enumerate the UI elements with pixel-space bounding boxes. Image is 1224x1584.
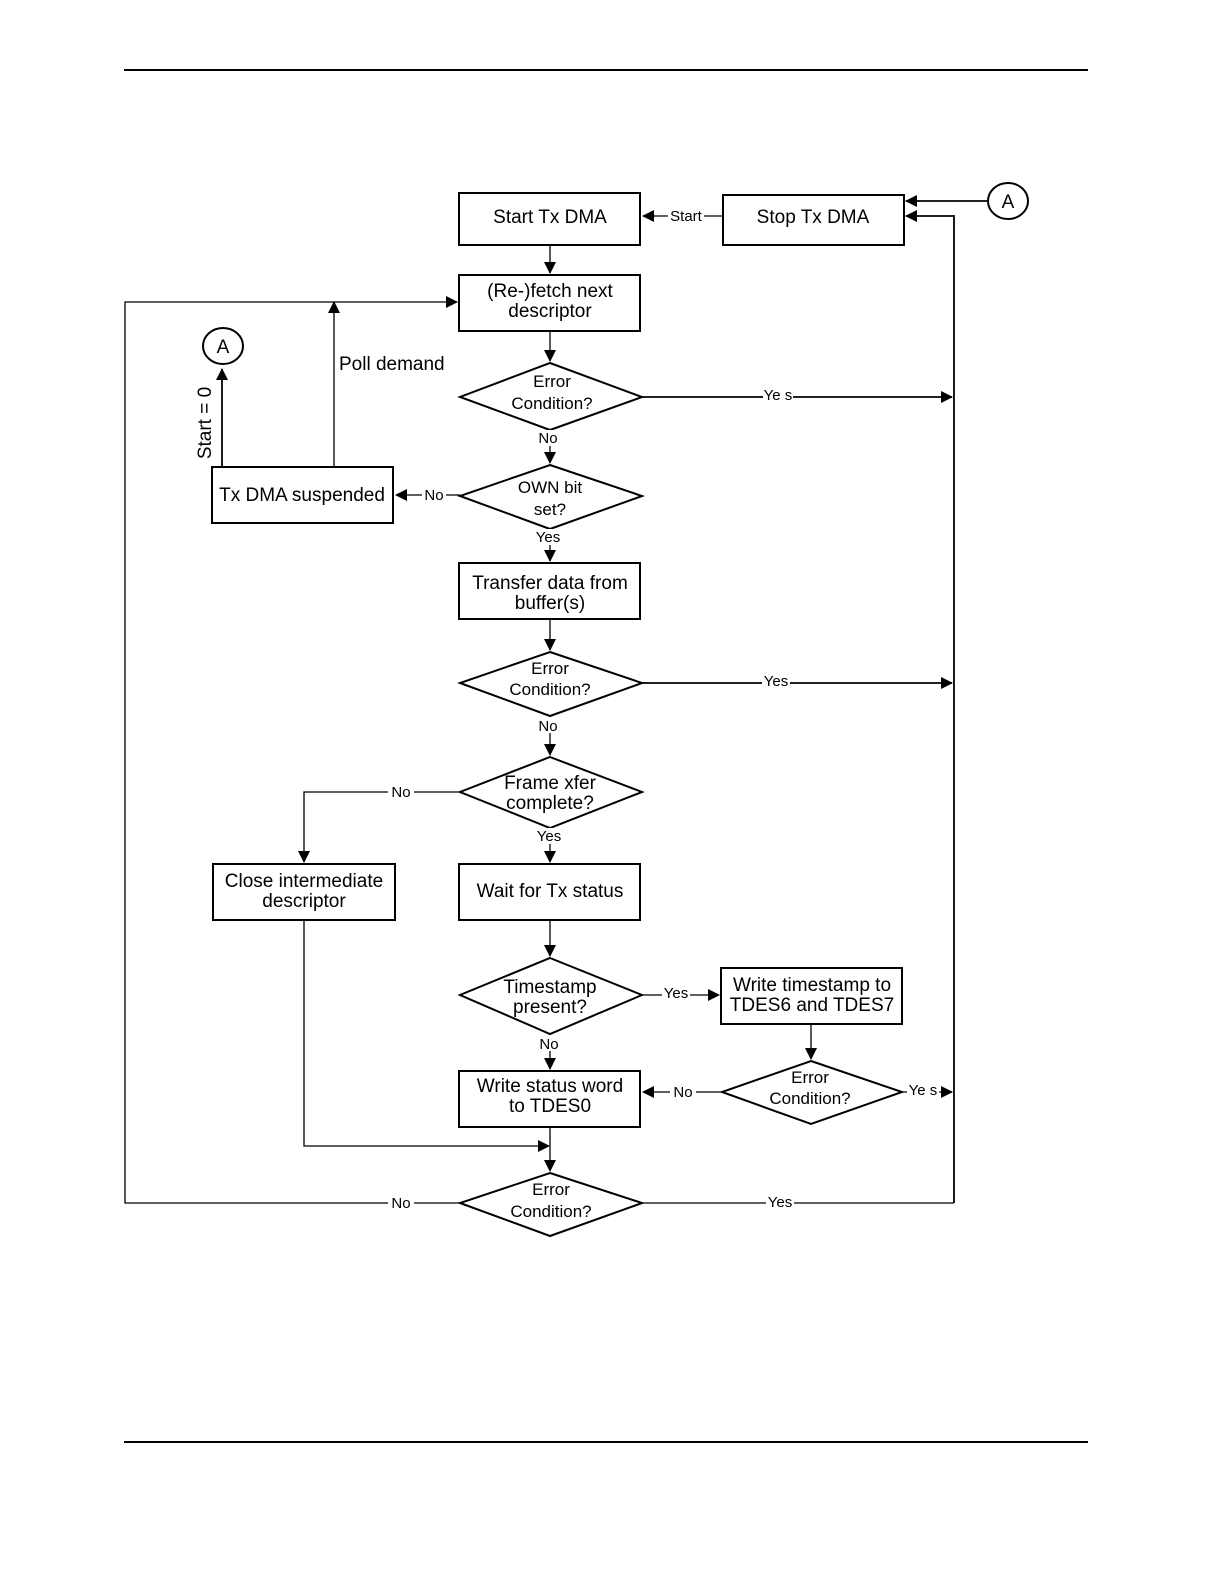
edge-label-yes-err3: Ye s: [909, 1082, 938, 1099]
write-status-word-box: [458, 1070, 641, 1128]
label-bg-no-err2: [537, 717, 559, 733]
own-bit-diamond: [457, 463, 646, 531]
tx-dma-suspended-box: [211, 466, 394, 524]
error-condition-1-line2: Condition?: [511, 394, 592, 413]
close-intermediate-line2: descriptor: [262, 891, 346, 912]
fetch-descriptor-box: [458, 274, 641, 332]
edge-label-no-err3: No: [673, 1084, 692, 1101]
start-tx-dma-label: Start Tx DMA: [493, 207, 607, 228]
poll-demand-label: Poll demand: [339, 354, 445, 375]
label-bg-no-err4: [388, 1194, 414, 1212]
write-status-word-line1: Write status word: [477, 1076, 623, 1097]
error-condition-1-line1: Error: [533, 372, 571, 391]
label-bg-yes-err3: [907, 1082, 939, 1100]
frame-xfer-line2: complete?: [506, 793, 594, 814]
start-equals-zero-label: Start = 0: [195, 387, 216, 459]
fetch-descriptor-line2: descriptor: [508, 301, 592, 322]
error-condition-3-diamond: [719, 1059, 906, 1126]
write-status-word-line2: to TDES0: [509, 1096, 591, 1117]
edge-label-yes-err1: Ye s: [764, 387, 793, 404]
flow-err4-no: [124, 296, 460, 1204]
error-condition-4-line2: Condition?: [510, 1202, 591, 1221]
edge-label-yes-frame: Yes: [537, 828, 561, 845]
write-timestamp-box: [720, 967, 903, 1025]
label-bg-no-err1: [537, 430, 559, 446]
start-tx-dma-box: [458, 192, 641, 246]
edge-label-yes-own: Yes: [536, 529, 560, 546]
frame-xfer-line1: Frame xfer: [504, 773, 597, 794]
timestamp-present-line2: present?: [513, 997, 587, 1018]
label-bg-yes-err2: [762, 673, 790, 691]
edge-label-no-ts: No: [539, 1036, 558, 1053]
stop-tx-dma-label: Stop Tx DMA: [757, 207, 870, 228]
label-bg-no-own: [422, 486, 446, 504]
label-bg-yes-ts: [662, 985, 690, 1003]
edge-label-no-err2: No: [538, 718, 557, 735]
flow-frame-no: [298, 791, 460, 863]
label-bg-start: [668, 206, 704, 224]
error-condition-2-line2: Condition?: [509, 680, 590, 699]
edge-label-yes-ts: Yes: [664, 985, 688, 1002]
label-bg-no-err3: [670, 1083, 696, 1101]
error-condition-3-line2: Condition?: [769, 1089, 850, 1108]
edge-label-no-frame: No: [391, 784, 410, 801]
label-bg-yes-own: [534, 529, 562, 545]
edge-label-no-err1: No: [538, 430, 557, 447]
own-bit-line2: set?: [534, 500, 566, 519]
wait-tx-status-label: Wait for Tx status: [477, 881, 624, 902]
top-rule: [124, 69, 1088, 71]
edge-label-yes-err4: Yes: [768, 1194, 792, 1211]
transfer-data-line2: buffer(s): [515, 593, 585, 614]
label-bg-no-ts: [538, 1035, 560, 1051]
edge-label-start: Start: [670, 208, 703, 225]
close-intermediate-line1: Close intermediate: [225, 871, 383, 892]
transfer-data-box: [458, 562, 641, 620]
error-condition-4-line1: Error: [532, 1180, 570, 1199]
connector-a-top-label: A: [1002, 192, 1015, 213]
label-bg-yes-frame: [535, 828, 563, 844]
edge-label-no-err4: No: [391, 1195, 410, 1212]
connector-a-left: [202, 327, 244, 365]
write-timestamp-line2: TDES6 and TDES7: [730, 995, 894, 1016]
wait-tx-status-box: [458, 863, 641, 921]
connector-a-left-label: A: [217, 337, 230, 358]
close-intermediate-box: [212, 863, 396, 921]
transfer-data-line1: Transfer data from: [472, 573, 628, 594]
label-bg-yes-err1: [763, 387, 793, 405]
timestamp-present-line1: Timestamp: [503, 977, 596, 998]
fetch-descriptor-line1: (Re-)fetch next: [487, 281, 613, 302]
timestamp-present-diamond: [457, 956, 645, 1036]
bottom-rule: [124, 1441, 1088, 1443]
flow-close-to-join: [303, 921, 550, 1152]
connector-a-top: [987, 182, 1029, 220]
write-timestamp-line1: Write timestamp to: [733, 975, 891, 996]
error-condition-4-diamond: [456, 1171, 646, 1238]
label-bg-yes-err4: [766, 1194, 794, 1212]
stop-tx-dma-box: [722, 194, 905, 246]
edge-label-yes-err2: Yes: [764, 673, 788, 690]
error-condition-3-line1: Error: [791, 1068, 829, 1087]
own-bit-line1: OWN bit: [518, 478, 583, 497]
flow-error-bus-to-stop: [905, 210, 955, 1203]
tx-dma-suspended-label: Tx DMA suspended: [219, 485, 385, 506]
error-condition-2-diamond: [457, 650, 646, 718]
error-condition-2-line1: Error: [531, 659, 569, 678]
edge-label-no-own: No: [424, 487, 443, 504]
label-bg-no-frame: [388, 783, 414, 801]
